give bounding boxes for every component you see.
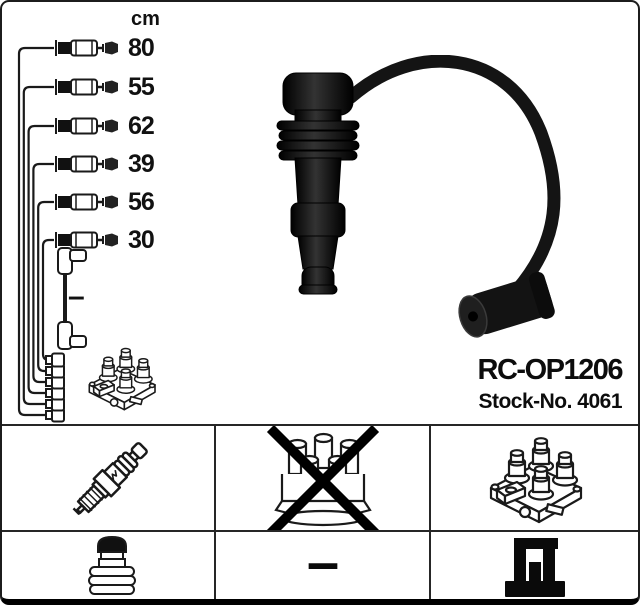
stock-number: Stock-No. 4061 (478, 390, 622, 413)
grid-col-divider-1 (214, 424, 216, 599)
cell-terminal-nut (88, 535, 136, 595)
cable-harness-diagram (17, 38, 272, 423)
cable-connector-icons (54, 38, 120, 250)
unit-header: cm (131, 8, 160, 30)
cable-length-value: 39 (128, 150, 155, 178)
cross-out-x (266, 426, 380, 530)
cable-wire (344, 55, 561, 297)
cell-spark-plug (72, 442, 148, 515)
harness-wires (17, 46, 54, 417)
cable-length-value: 55 (128, 73, 155, 101)
cell-coil-connector (505, 538, 565, 597)
cell-distributor-cap (266, 426, 380, 530)
ignition-cable-photo (276, 55, 561, 338)
terminal-nut-icon (88, 535, 136, 595)
terminal-connector-icons (45, 352, 65, 423)
spark-plug-icon (72, 442, 148, 515)
ignition-coil-pack-icon (489, 437, 583, 524)
grid-border-top (2, 424, 638, 426)
cable-length-value: 56 (128, 188, 155, 216)
cable-length-value: 80 (128, 34, 155, 62)
coil-connector-icon (505, 538, 565, 597)
dash-symbol: – (306, 530, 340, 595)
no-length-dash: – (68, 280, 85, 313)
cable-length-value: 30 (128, 226, 155, 254)
grid-row-divider (2, 530, 638, 532)
plug-boot (276, 72, 360, 295)
ignition-coil-pack-small-icon (89, 349, 155, 410)
elbow-connector (458, 271, 555, 338)
cable-length-value: 62 (128, 112, 155, 140)
grid-col-divider-2 (429, 424, 431, 599)
cell-ignition-coil (489, 437, 583, 524)
part-code: RC-OP1206 (477, 354, 624, 386)
elbow-cable-icon (57, 247, 87, 350)
